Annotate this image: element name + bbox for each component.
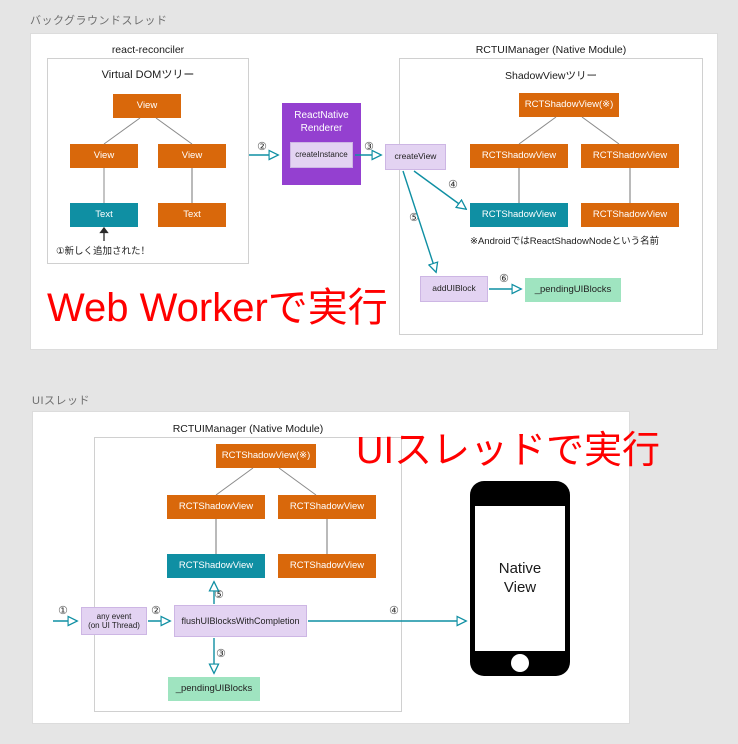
native-view-label-line1: Native [498, 559, 542, 577]
vdom-node-child-right: View [158, 144, 226, 168]
shadow-node-leaf-right-bg-label: RCTShadowView [592, 208, 668, 220]
step-3-bg: ③ [364, 141, 374, 153]
pending-ui-blocks-node-bg: _pendingUIBlocks [525, 278, 621, 302]
shadow-node-root-bg: RCTShadowView(※) [519, 93, 619, 117]
create-view-label: createView [394, 151, 437, 162]
shadow-node-root-ui-label: RCTShadowView(※) [221, 449, 311, 461]
step-5-bg: ⑤ [409, 212, 419, 224]
vdom-node-child-left-label: View [93, 149, 115, 161]
shadow-node-leaf-left-ui-label: RCTShadowView [178, 559, 254, 571]
reactnative-renderer-title-line1: ReactNative [294, 110, 349, 121]
vdom-node-child-right-label: View [181, 149, 203, 161]
create-instance-label: createInstance [295, 150, 348, 160]
reactnative-renderer-title-line2: Renderer [300, 122, 343, 134]
shadow-node-leaf-right-bg: RCTShadowView [581, 203, 679, 227]
shadow-node-root-ui: RCTShadowView(※) [216, 444, 316, 468]
newly-added-note: ①新しく追加された！ [56, 246, 151, 257]
add-ui-block-label: addUIBlock [432, 283, 476, 294]
flush-ui-blocks-node: flushUIBlocksWithCompletion [174, 605, 307, 637]
ui-thread-banner: UIスレッドで実行 [356, 430, 661, 472]
shadow-node-child-right-bg-label: RCTShadowView [592, 149, 668, 161]
web-worker-banner: Web Workerで実行 [47, 286, 388, 330]
step-2-bg: ② [257, 141, 267, 153]
android-shadownode-note: ※AndroidではReactShadowNodeという名前 [470, 236, 660, 247]
vdom-node-leaf-left: Text [70, 203, 138, 227]
phone-home-button [511, 654, 529, 672]
shadow-node-leaf-left-ui: RCTShadowView [167, 554, 265, 578]
shadow-node-child-left-bg: RCTShadowView [470, 144, 568, 168]
step-5-ui: ⑤ [214, 589, 224, 601]
step-3-ui: ③ [216, 648, 226, 660]
add-ui-block-node: addUIBlock [420, 276, 488, 302]
create-view-node: createView [385, 144, 446, 170]
vdom-node-leaf-left-label: Text [95, 208, 113, 220]
vdom-node-leaf-right: Text [158, 203, 226, 227]
any-event-label-line1: any event [96, 611, 132, 621]
section-label-ui-thread: UIスレッド [32, 395, 90, 407]
any-event-label-line2: (on UI Thread) [88, 621, 140, 630]
vdom-node-root: View [113, 94, 181, 118]
rctuimanager-ui-title: RCTUIManager (Native Module) [172, 423, 324, 435]
native-view-label-line2: View [503, 578, 537, 596]
step-2-ui: ② [151, 605, 161, 617]
step-4-bg: ④ [448, 179, 458, 191]
shadowview-tree-title: ShadowViewツリー [504, 70, 597, 82]
shadow-node-child-left-ui-label: RCTShadowView [178, 500, 254, 512]
shadow-node-child-right-ui: RCTShadowView [278, 495, 376, 519]
pending-ui-blocks-ui-label: _pendingUIBlocks [175, 682, 253, 694]
vdom-node-root-label: View [136, 99, 158, 111]
virtual-dom-tree-title: Virtual DOMツリー [101, 69, 195, 81]
pending-ui-blocks-bg-label: _pendingUIBlocks [534, 283, 612, 295]
section-label-background-thread: バックグラウンドスレッド [30, 15, 168, 27]
shadow-node-child-left-ui: RCTShadowView [167, 495, 265, 519]
step-4-ui: ④ [389, 605, 399, 617]
vdom-node-leaf-right-label: Text [183, 208, 201, 220]
shadow-node-leaf-right-ui: RCTShadowView [278, 554, 376, 578]
create-instance-node: createInstance [290, 142, 353, 168]
shadow-node-child-left-bg-label: RCTShadowView [481, 149, 557, 161]
shadow-node-leaf-left-bg-label: RCTShadowView [481, 208, 557, 220]
shadow-node-leaf-right-ui-label: RCTShadowView [289, 559, 365, 571]
rctuimanager-bg-title: RCTUIManager (Native Module) [475, 44, 627, 56]
react-reconciler-title: react-reconciler [111, 44, 185, 56]
shadow-node-leaf-left-bg: RCTShadowView [470, 203, 568, 227]
step-1-ui: ① [58, 605, 68, 617]
phone-screen: Native View [475, 506, 565, 651]
any-event-node: any event (on UI Thread) [81, 607, 147, 635]
shadow-node-child-right-ui-label: RCTShadowView [289, 500, 365, 512]
flush-ui-blocks-label: flushUIBlocksWithCompletion [181, 615, 300, 626]
shadow-node-child-right-bg: RCTShadowView [581, 144, 679, 168]
vdom-node-child-left: View [70, 144, 138, 168]
pending-ui-blocks-node-ui: _pendingUIBlocks [168, 677, 260, 701]
step-6-bg: ⑥ [499, 273, 509, 285]
shadow-node-root-bg-label: RCTShadowView(※) [524, 98, 614, 110]
